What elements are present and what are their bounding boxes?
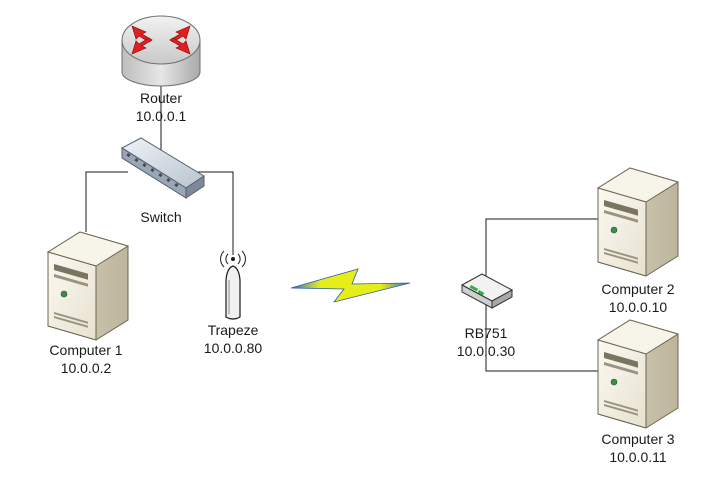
- link-rb751-computer3: [485, 300, 600, 372]
- computer-2-ip: 10.0.0.10: [608, 299, 668, 315]
- switch-label: Switch: [111, 208, 211, 226]
- rb751-label: RB751 10.0.0.30: [436, 324, 536, 360]
- router-label: Router 10.0.0.1: [111, 89, 211, 125]
- computer-1-ip: 10.0.0.2: [60, 360, 112, 376]
- rb751-ip: 10.0.0.30: [456, 343, 516, 359]
- computer-1-icon[interactable]: [46, 231, 130, 341]
- switch-name: Switch: [140, 209, 182, 225]
- computer-1-label: Computer 1 10.0.0.2: [36, 341, 136, 377]
- computer-3-ip: 10.0.0.11: [609, 449, 667, 465]
- router-ip: 10.0.0.1: [135, 108, 187, 124]
- computer-2-icon[interactable]: [596, 167, 680, 277]
- wireless-link-icon: [290, 268, 411, 303]
- link-switch-trapeze: [190, 171, 234, 255]
- trapeze-label: Trapeze 10.0.0.80: [183, 321, 283, 357]
- router-icon[interactable]: [121, 15, 201, 87]
- computer-3-name: Computer 3: [601, 431, 675, 447]
- trapeze-name: Trapeze: [207, 322, 259, 338]
- switch-icon[interactable]: [120, 137, 205, 199]
- rb751-name: RB751: [464, 325, 508, 341]
- computer-2-name: Computer 2: [601, 281, 675, 297]
- computer-2-label: Computer 2 10.0.0.10: [588, 280, 688, 316]
- computer-1-name: Computer 1: [49, 342, 123, 358]
- link-switch-computer1: [85, 171, 128, 232]
- link-rb751-computer2: [485, 218, 600, 276]
- computer-3-label: Computer 3 10.0.0.11: [588, 430, 688, 466]
- rb751-router-icon[interactable]: [460, 273, 514, 309]
- router-name: Router: [139, 90, 183, 106]
- access-point-icon[interactable]: [220, 250, 246, 320]
- trapeze-ip: 10.0.0.80: [203, 340, 263, 356]
- connection-lines: [85, 85, 600, 372]
- computer-3-icon[interactable]: [596, 319, 680, 429]
